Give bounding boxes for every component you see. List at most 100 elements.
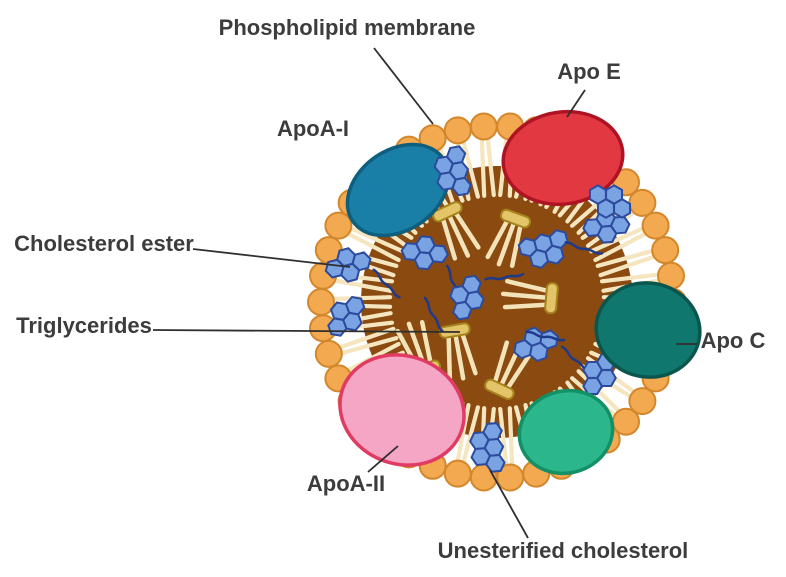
sterol-ring-hexagon (529, 341, 549, 363)
fatty-acid-chain (372, 268, 401, 299)
phospholipid-tail (345, 231, 401, 263)
fatty-acid-chain (484, 272, 525, 281)
sterol-ring-hexagon (544, 244, 565, 265)
phospholipid-head (628, 387, 657, 416)
triglyceride-glycerol-cap (432, 200, 463, 223)
triglyceride-tail (502, 302, 549, 310)
annotations: Phospholipid membrane Apo E ApoA-I Chole… (14, 15, 765, 563)
phospholipid-head (443, 116, 472, 145)
phospholipid-head (307, 288, 335, 316)
cholesterol-ester-molecule (327, 295, 366, 337)
phospholipid-tail (332, 278, 393, 293)
fatty-acid-chain (525, 330, 566, 342)
triglyceride-molecule (438, 322, 478, 381)
triglyceride-tail (505, 278, 550, 294)
phospholipid-tail (479, 136, 487, 198)
apo-c-label: Apo C (701, 328, 766, 353)
fatty-acid-chain (564, 241, 604, 255)
triglyceride-tail (447, 214, 471, 258)
fatty-acid-chain (423, 296, 444, 333)
triglyceride-tail (505, 351, 533, 391)
cholesterol-ester-molecule (449, 272, 525, 321)
apo-e-protein (501, 109, 625, 207)
triglyceride-tail (406, 321, 426, 367)
triglyceride-molecule (432, 200, 481, 261)
triglyceride-tail (500, 291, 549, 300)
phospholipid-head (651, 236, 680, 265)
triglyceride-molecule (485, 208, 532, 269)
label-group-triglycerides: Triglycerides (16, 313, 461, 338)
phospholipid-tail (598, 254, 657, 278)
triglycerides-label: Triglycerides (16, 313, 152, 338)
cholesterol-ester-molecule (517, 229, 604, 269)
cholesterol-ester-label: Cholesterol ester (14, 231, 194, 256)
apo-c-protein (594, 281, 702, 379)
phospholipid-tail (593, 231, 649, 263)
sterol-ring-hexagon (596, 369, 617, 388)
triglyceride-glycerol-cap (499, 208, 532, 229)
phospholipid-head (324, 211, 353, 240)
triglyceride-tail (440, 216, 458, 261)
sterol-ring-hexagon (436, 171, 457, 191)
triglyceride-tail (419, 319, 433, 366)
label-group-apo-c: Apo C (676, 328, 765, 353)
apoa2-label: ApoA-II (307, 471, 385, 496)
triglyceride-tail (496, 221, 516, 267)
cholesterol-ester-pointer-line (192, 248, 351, 268)
phospholipid-tail (599, 272, 661, 284)
unesterified-cholesterol-molecule (588, 184, 632, 219)
triglyceride-tail (492, 340, 510, 385)
apoa1-label: ApoA-I (277, 116, 349, 141)
label-group-phospholipid-membrane: Phospholipid membrane (219, 15, 476, 125)
phospholipid-head (628, 188, 657, 217)
label-group-cholesterol-ester: Cholesterol ester (14, 231, 351, 268)
triglyceride-tail (453, 210, 481, 250)
apo-e-pointer-line (566, 89, 586, 118)
phospholipid-tail (339, 336, 399, 356)
phospholipid-tail (498, 406, 509, 468)
sterol-ring-hexagon (596, 224, 618, 244)
triglyceride-tail (509, 222, 523, 269)
phospholipid-tail (461, 405, 480, 465)
triglyceride-glycerol-cap (438, 322, 471, 339)
sterol-ring-hexagon (342, 311, 363, 332)
phospholipid-head (641, 211, 670, 240)
triglyceride-molecule (500, 278, 559, 315)
cholesterol-ester-molecule (324, 247, 401, 299)
sterol-ring-hexagon (413, 251, 435, 271)
phospholipid-tail (589, 226, 646, 254)
triglycerides-pointer-line (152, 329, 461, 333)
label-group-unesterified-cholesterol: Unesterified cholesterol (438, 469, 689, 563)
apolipoproteins (338, 109, 702, 476)
triglyceride-glycerol-cap (544, 282, 559, 315)
unesterified-cholesterol-pointer-line (489, 469, 529, 539)
triglyceride-tail (453, 333, 466, 381)
triglyceride-tail (460, 331, 478, 376)
cholesterol-ester-molecule (582, 208, 631, 244)
phospholipid-tail (507, 406, 515, 468)
apo-e-label: Apo E (557, 59, 621, 84)
phospholipid-tail (595, 248, 655, 268)
phospholipid-head (443, 459, 472, 488)
cholesterol-ester-molecule (400, 235, 464, 302)
triglyceride-glycerol-cap (484, 378, 515, 401)
sterol-ring-hexagon (470, 447, 492, 466)
unesterified-cholesterol-molecule (433, 145, 472, 197)
phospholipid-tail (455, 403, 471, 464)
label-group-apoa2: ApoA-II (307, 445, 399, 496)
label-group-apoa1: ApoA-I (277, 116, 349, 141)
phospholipid-head (314, 339, 343, 368)
phospholipid-tail (461, 139, 480, 199)
phospholipid-head (469, 112, 498, 141)
label-group-apo-e: Apo E (557, 59, 621, 118)
phospholipid-membrane-pointer-line (373, 47, 434, 125)
membrane-cholesterol (433, 145, 632, 473)
triglyceride-tail (485, 218, 510, 260)
apoa2-protein (338, 353, 466, 467)
unlabeled-apolipoprotein (517, 388, 615, 476)
phospholipid-membrane-label: Phospholipid membrane (219, 15, 476, 40)
phospholipid-tail (485, 136, 496, 198)
phospholipid-tail (348, 226, 405, 254)
unesterified-cholesterol-label: Unesterified cholesterol (438, 538, 689, 563)
